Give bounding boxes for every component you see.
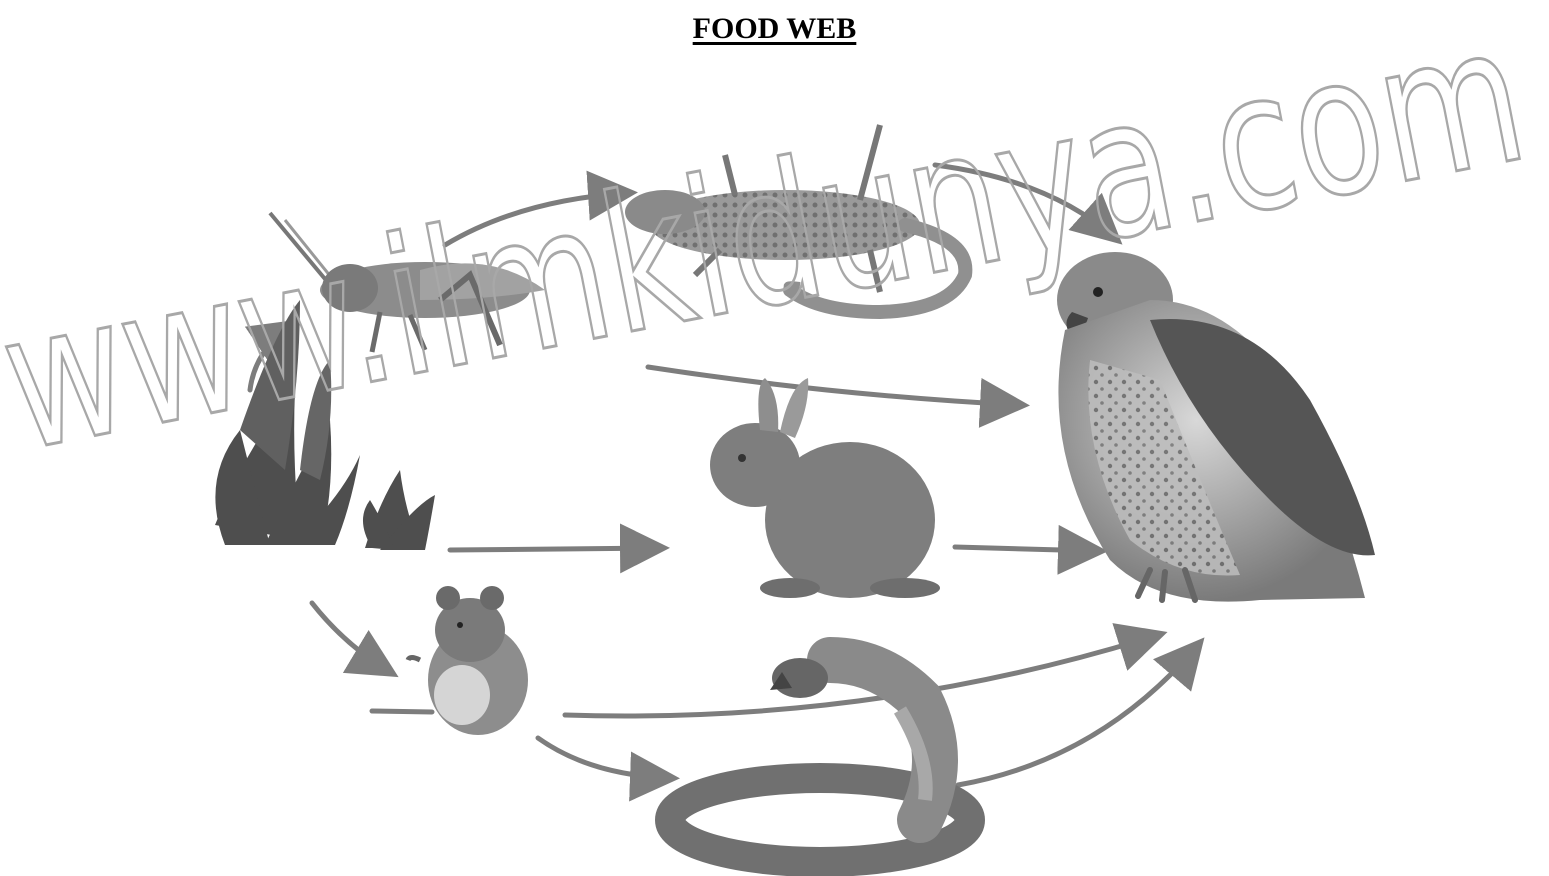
arrow-plants-to-rabbit	[450, 548, 660, 550]
arrow-tail-mouse	[372, 711, 432, 712]
snake	[670, 658, 970, 862]
arrow-snake-to-hawk	[958, 645, 1198, 785]
arrow-plants-to-mouse	[312, 603, 390, 672]
rabbit	[710, 378, 940, 598]
arrow-lizard-to-hawk	[935, 165, 1115, 238]
lizard	[625, 125, 965, 312]
arrow-mouse-to-snake	[538, 738, 670, 778]
grasshopper	[270, 213, 545, 352]
arrow-rabbit-to-hawk	[955, 547, 1098, 551]
arrow-grasshopper-to-lizard	[445, 193, 628, 245]
arrow-grasshopper-to-hawk	[648, 367, 1020, 405]
page-title: FOOD WEB	[0, 12, 1549, 46]
hawk	[1057, 252, 1375, 602]
plants	[215, 300, 435, 550]
